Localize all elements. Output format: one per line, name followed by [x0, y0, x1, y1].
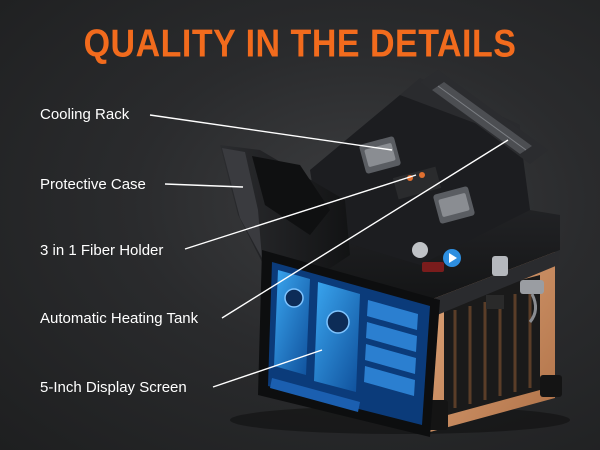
- callout-display-screen: 5-Inch Display Screen: [40, 379, 187, 396]
- callout-cooling-rack: Cooling Rack: [40, 106, 130, 123]
- leader-line-protective-case: [164, 183, 244, 188]
- callout-protective-case: Protective Case: [40, 176, 146, 193]
- leader-line-heating-tank: [221, 139, 509, 319]
- protective-case-lid: [220, 145, 350, 275]
- page-title: QUALITY IN THE DETAILS: [83, 22, 517, 66]
- callout-heating-tank: Automatic Heating Tank: [40, 310, 199, 327]
- leader-lines: [149, 114, 509, 388]
- callout-fiber-holder: 3 in 1 Fiber Holder: [40, 242, 164, 259]
- leader-line-cooling-rack: [149, 114, 393, 151]
- top-assembly: [310, 70, 548, 323]
- display-screen: [258, 250, 440, 437]
- foot: [540, 375, 562, 397]
- leader-line-fiber-holder: [184, 174, 417, 250]
- leader-line-display: [212, 349, 323, 388]
